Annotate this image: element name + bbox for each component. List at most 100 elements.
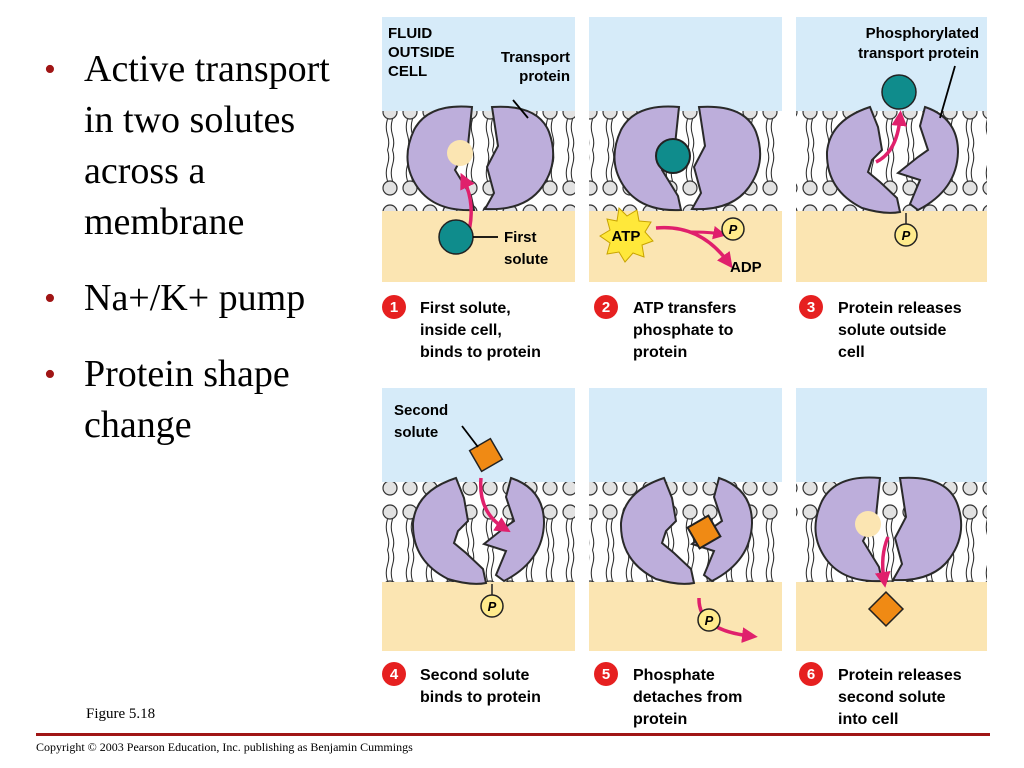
svg-text:6: 6 xyxy=(807,666,815,683)
svg-text:P: P xyxy=(488,599,497,614)
fluid-outside-label: OUTSIDE xyxy=(388,44,455,61)
outside-fluid xyxy=(589,17,782,111)
svg-text:First solute,: First solute, xyxy=(420,300,511,317)
atp-to-adp-arrow xyxy=(655,225,733,269)
cytoplasm xyxy=(796,211,987,282)
cytoplasm xyxy=(589,582,782,651)
cytoplasm xyxy=(382,211,575,282)
svg-text:P: P xyxy=(729,222,738,237)
footer-divider xyxy=(36,733,990,736)
svg-text:solute outside: solute outside xyxy=(838,322,947,339)
svg-text:binds to protein: binds to protein xyxy=(420,344,541,361)
svg-text:4: 4 xyxy=(390,666,399,683)
svg-text:Protein releases: Protein releases xyxy=(838,667,962,684)
phosphorylated-protein xyxy=(825,105,960,214)
atp-label: ATP xyxy=(612,228,641,245)
release-arrow xyxy=(875,110,908,164)
step-caption-5: 5 Phosphate detaches from protein xyxy=(594,662,742,728)
first-solute xyxy=(881,74,917,110)
second-solute-label: solute xyxy=(394,424,438,441)
panel-step-2: ATP P ADP xyxy=(589,17,782,282)
bullet-dot-icon: • xyxy=(44,51,56,88)
label-leader xyxy=(512,99,529,119)
panel-step-1: FLUID OUTSIDE CELL Transport protein Fir… xyxy=(382,17,575,282)
binding-arrow xyxy=(478,477,511,533)
step-badge xyxy=(382,295,406,319)
label-leader xyxy=(939,65,956,119)
first-solute xyxy=(655,138,691,174)
svg-text:second solute: second solute xyxy=(838,689,946,706)
svg-text:protein: protein xyxy=(633,711,687,728)
transport-protein-label: Transport xyxy=(501,49,570,66)
phosphate-group: P xyxy=(480,594,504,618)
phosphate-group: P xyxy=(721,217,745,241)
phosphorylated-protein xyxy=(411,476,546,585)
panel-step-5: P xyxy=(589,388,782,651)
panel-step-6 xyxy=(796,388,987,651)
step-caption-6: 6 Protein releases second solute into ce… xyxy=(799,662,962,728)
svg-text:3: 3 xyxy=(807,299,815,316)
svg-text:1: 1 xyxy=(390,299,398,316)
phosphate-group: P xyxy=(894,223,918,247)
release-arrow xyxy=(874,536,891,588)
transport-protein xyxy=(613,105,762,212)
svg-text:ATP transfers: ATP transfers xyxy=(633,300,737,317)
label-leader xyxy=(461,425,479,448)
fluid-outside-label: FLUID xyxy=(388,25,432,42)
svg-text:Second solute: Second solute xyxy=(420,667,529,684)
step-caption-1: 1 First solute, inside cell, binds to pr… xyxy=(382,295,541,361)
svg-text:5: 5 xyxy=(602,666,610,683)
step-badge xyxy=(799,295,823,319)
second-solute xyxy=(867,590,905,628)
svg-text:inside cell,: inside cell, xyxy=(420,322,502,339)
svg-text:detaches from: detaches from xyxy=(633,689,742,706)
adp-label: ADP xyxy=(730,259,762,276)
svg-text:P: P xyxy=(705,613,714,628)
bullet-dot-icon: • xyxy=(44,280,56,317)
bullet-list: •Active transport in two solutes across … xyxy=(40,44,340,476)
phosphorylated-label: Phosphorylated xyxy=(866,25,979,42)
first-solute-label: First xyxy=(504,229,537,246)
step-badge xyxy=(594,295,618,319)
svg-text:into cell: into cell xyxy=(838,711,898,728)
panel-step-4: P Second solute xyxy=(382,388,575,651)
step-badge xyxy=(799,662,823,686)
step-badge xyxy=(382,662,406,686)
transport-protein xyxy=(619,476,754,585)
second-solute-label: Second xyxy=(394,402,448,419)
transport-protein xyxy=(814,476,963,583)
svg-text:cell: cell xyxy=(838,344,865,361)
copyright-notice: Copyright © 2003 Pearson Education, Inc.… xyxy=(36,740,413,754)
phosphate-transfer-arrow xyxy=(689,226,727,240)
step-caption-4: 4 Second solute binds to protein xyxy=(382,662,541,706)
outside-fluid xyxy=(589,388,782,482)
bullet-item: •Protein shape change xyxy=(40,349,340,451)
second-solute xyxy=(686,514,722,550)
phosphate-group: P xyxy=(697,608,721,632)
svg-text:P: P xyxy=(902,228,911,243)
step-badge xyxy=(594,662,618,686)
outside-fluid xyxy=(796,388,987,482)
svg-text:phosphate to: phosphate to xyxy=(633,322,734,339)
fluid-outside-label: CELL xyxy=(388,63,427,80)
first-solute xyxy=(438,219,474,255)
step-caption-3: 3 Protein releases solute outside cell xyxy=(799,295,962,361)
step-caption-2: 2 ATP transfers phosphate to protein xyxy=(594,295,737,361)
outside-fluid xyxy=(382,17,575,111)
svg-text:Phosphate: Phosphate xyxy=(633,667,715,684)
transport-protein-label: protein xyxy=(519,68,570,85)
transport-protein xyxy=(406,105,555,212)
bullet-dot-icon: • xyxy=(44,356,56,393)
svg-text:Protein releases: Protein releases xyxy=(838,300,962,317)
svg-text:protein: protein xyxy=(633,344,687,361)
panel-step-3: P Phosphorylated transport protein xyxy=(796,17,987,282)
cytoplasm xyxy=(382,582,575,651)
bullet-item: •Na+/K+ pump xyxy=(40,273,340,324)
svg-text:2: 2 xyxy=(602,299,610,316)
atp-burst: ATP xyxy=(599,206,654,263)
bullet-item: •Active transport in two solutes across … xyxy=(40,44,340,248)
figure-label: Figure 5.18 xyxy=(86,706,156,722)
phosphorylated-label: transport protein xyxy=(858,45,979,62)
first-solute-label: solute xyxy=(504,251,548,268)
